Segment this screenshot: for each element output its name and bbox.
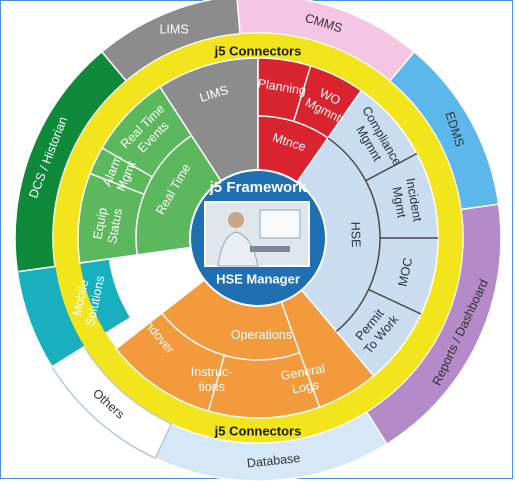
divider-line	[89, 172, 145, 195]
divider-line	[365, 152, 418, 182]
divider-line	[292, 65, 312, 122]
divider-line	[79, 246, 191, 264]
inner-label-operations: Operations	[231, 328, 292, 342]
inner-label-general-logs: GeneralLogs	[280, 362, 329, 398]
connectors-label-bottom: j5 Connectors	[214, 423, 302, 438]
inner-ring	[77, 57, 439, 419]
center-subtitle: HSE Manager	[216, 271, 300, 286]
divider-line	[101, 147, 153, 178]
inner-label-equip-status: EquipStatus	[91, 205, 126, 245]
divider-line	[368, 288, 422, 315]
connectors-band	[53, 33, 463, 443]
divider-arc	[161, 312, 300, 361]
connectors-ring	[53, 33, 463, 443]
inner-label-instructions: Instruc-tions	[191, 365, 233, 394]
divider-arc	[327, 137, 381, 333]
divider-arc	[135, 135, 192, 256]
divider-line	[207, 355, 226, 412]
inner-label-moc: MOC	[396, 256, 416, 287]
divider-line	[299, 352, 321, 408]
divider-arc	[257, 115, 329, 139]
inner-label-hse: HSE	[348, 222, 363, 248]
connectors-label-top: j5 Connectors	[214, 43, 302, 58]
inner-label-incident: IncidentMgmt	[388, 177, 424, 226]
person-at-computer-photo	[204, 201, 310, 267]
divider-line	[280, 301, 301, 353]
outer-label-database: Database	[246, 451, 301, 471]
outer-label-lims: LIMS	[159, 23, 188, 37]
center-title: j5 Framework	[209, 179, 307, 196]
outer-segment-dcs-historian[interactable]	[14, 50, 128, 273]
